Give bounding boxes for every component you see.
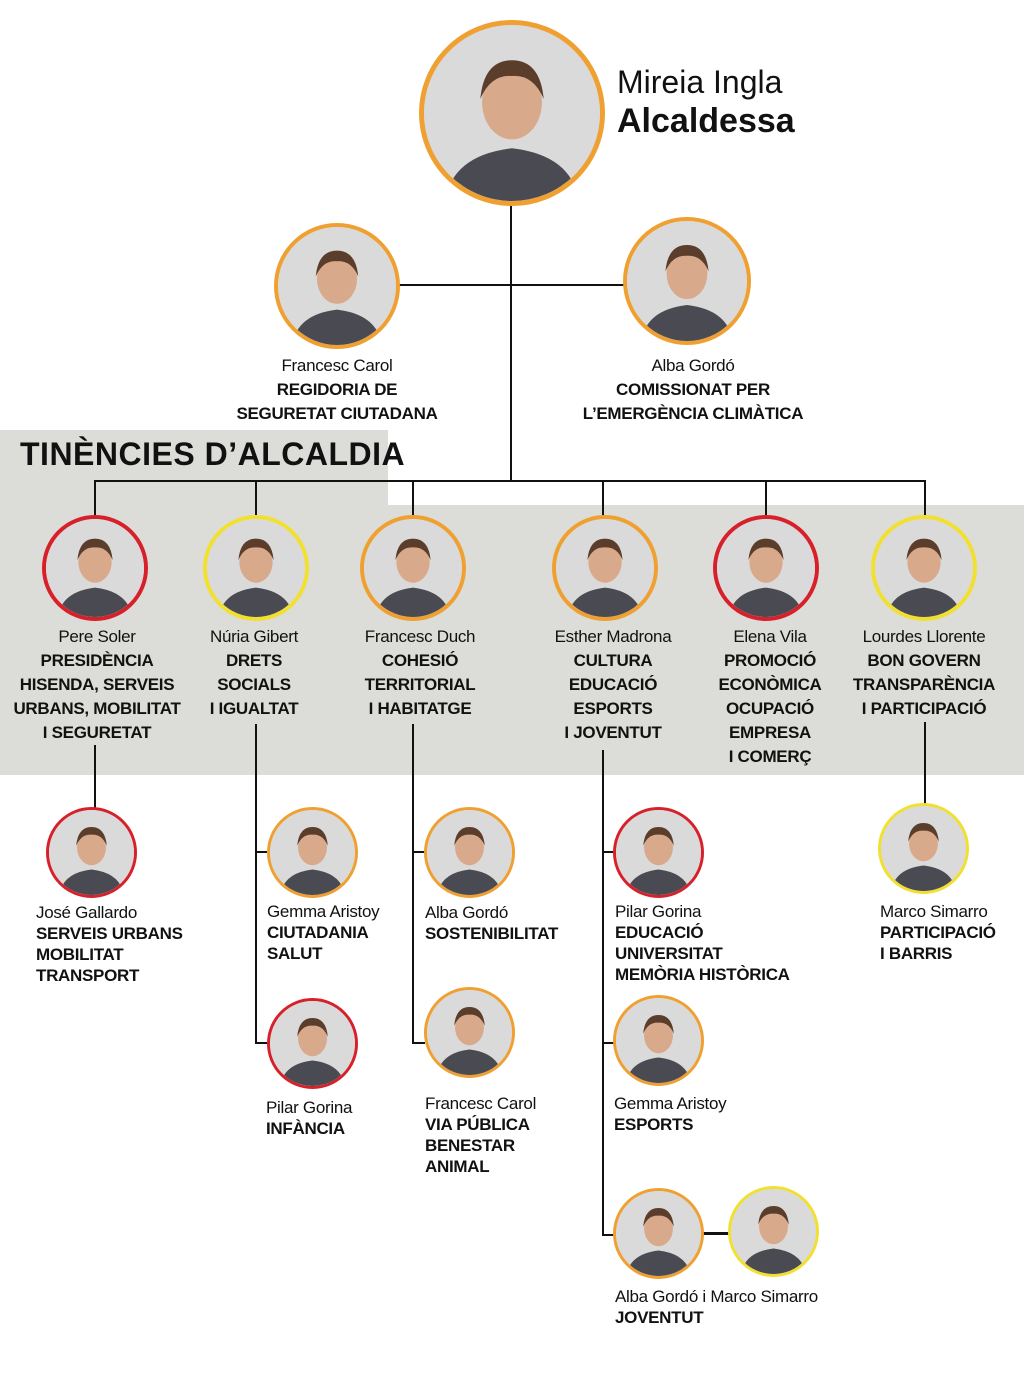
person-photo [613,807,704,898]
portrait-silhouette-icon [427,990,512,1075]
portrait-silhouette-icon [717,519,815,617]
connector [924,722,926,806]
portrait-silhouette-icon [49,810,134,895]
connector [255,1042,267,1044]
person-photo [42,515,148,621]
connector [255,480,257,516]
section-title: TINÈNCIES D’ALCALDIA [20,436,406,472]
connector [255,724,257,1044]
person-photo [871,515,977,621]
connector [924,480,926,516]
connector [702,1232,730,1235]
person-photo [613,1188,704,1279]
person-photo [267,807,358,898]
portrait-silhouette-icon [627,221,747,341]
person-photo [552,515,658,621]
connector [412,724,414,1044]
connector [412,480,414,516]
connector [602,851,614,853]
person-photo [613,995,704,1086]
portrait-silhouette-icon [556,519,654,617]
person-photo [46,807,137,898]
portrait-silhouette-icon [278,227,396,345]
connector [255,851,267,853]
person-photo [878,803,969,894]
person-photo [267,998,358,1089]
person-photo [360,515,466,621]
connector [602,1234,614,1236]
connector [398,284,626,286]
connector [412,1042,425,1044]
connector [602,1042,614,1044]
portrait-silhouette-icon [46,519,144,617]
connector [510,200,512,482]
person-photo [713,515,819,621]
mayor-photo [419,20,605,206]
section-panel-tab [0,430,388,510]
portrait-silhouette-icon [427,810,512,895]
portrait-silhouette-icon [731,1189,816,1274]
connector [765,480,767,516]
portrait-silhouette-icon [616,998,701,1083]
person-photo [274,223,400,349]
connector [602,480,604,516]
portrait-silhouette-icon [616,1191,701,1276]
section-panel [0,505,1024,775]
portrait-silhouette-icon [270,1001,355,1086]
portrait-silhouette-icon [424,25,600,201]
portrait-silhouette-icon [881,806,966,891]
person-photo [623,217,751,345]
mayor-role: Alcaldessa [617,102,795,140]
connector [94,480,926,482]
portrait-silhouette-icon [616,810,701,895]
connector [412,851,425,853]
person-photo [203,515,309,621]
portrait-silhouette-icon [364,519,462,617]
mayor-name: Mireia Ingla [617,64,783,100]
portrait-silhouette-icon [875,519,973,617]
connector [94,745,96,809]
person-photo [728,1186,819,1277]
portrait-silhouette-icon [207,519,305,617]
connector [94,480,96,516]
person-photo [424,807,515,898]
person-photo [424,987,515,1078]
connector [602,750,604,1236]
portrait-silhouette-icon [270,810,355,895]
